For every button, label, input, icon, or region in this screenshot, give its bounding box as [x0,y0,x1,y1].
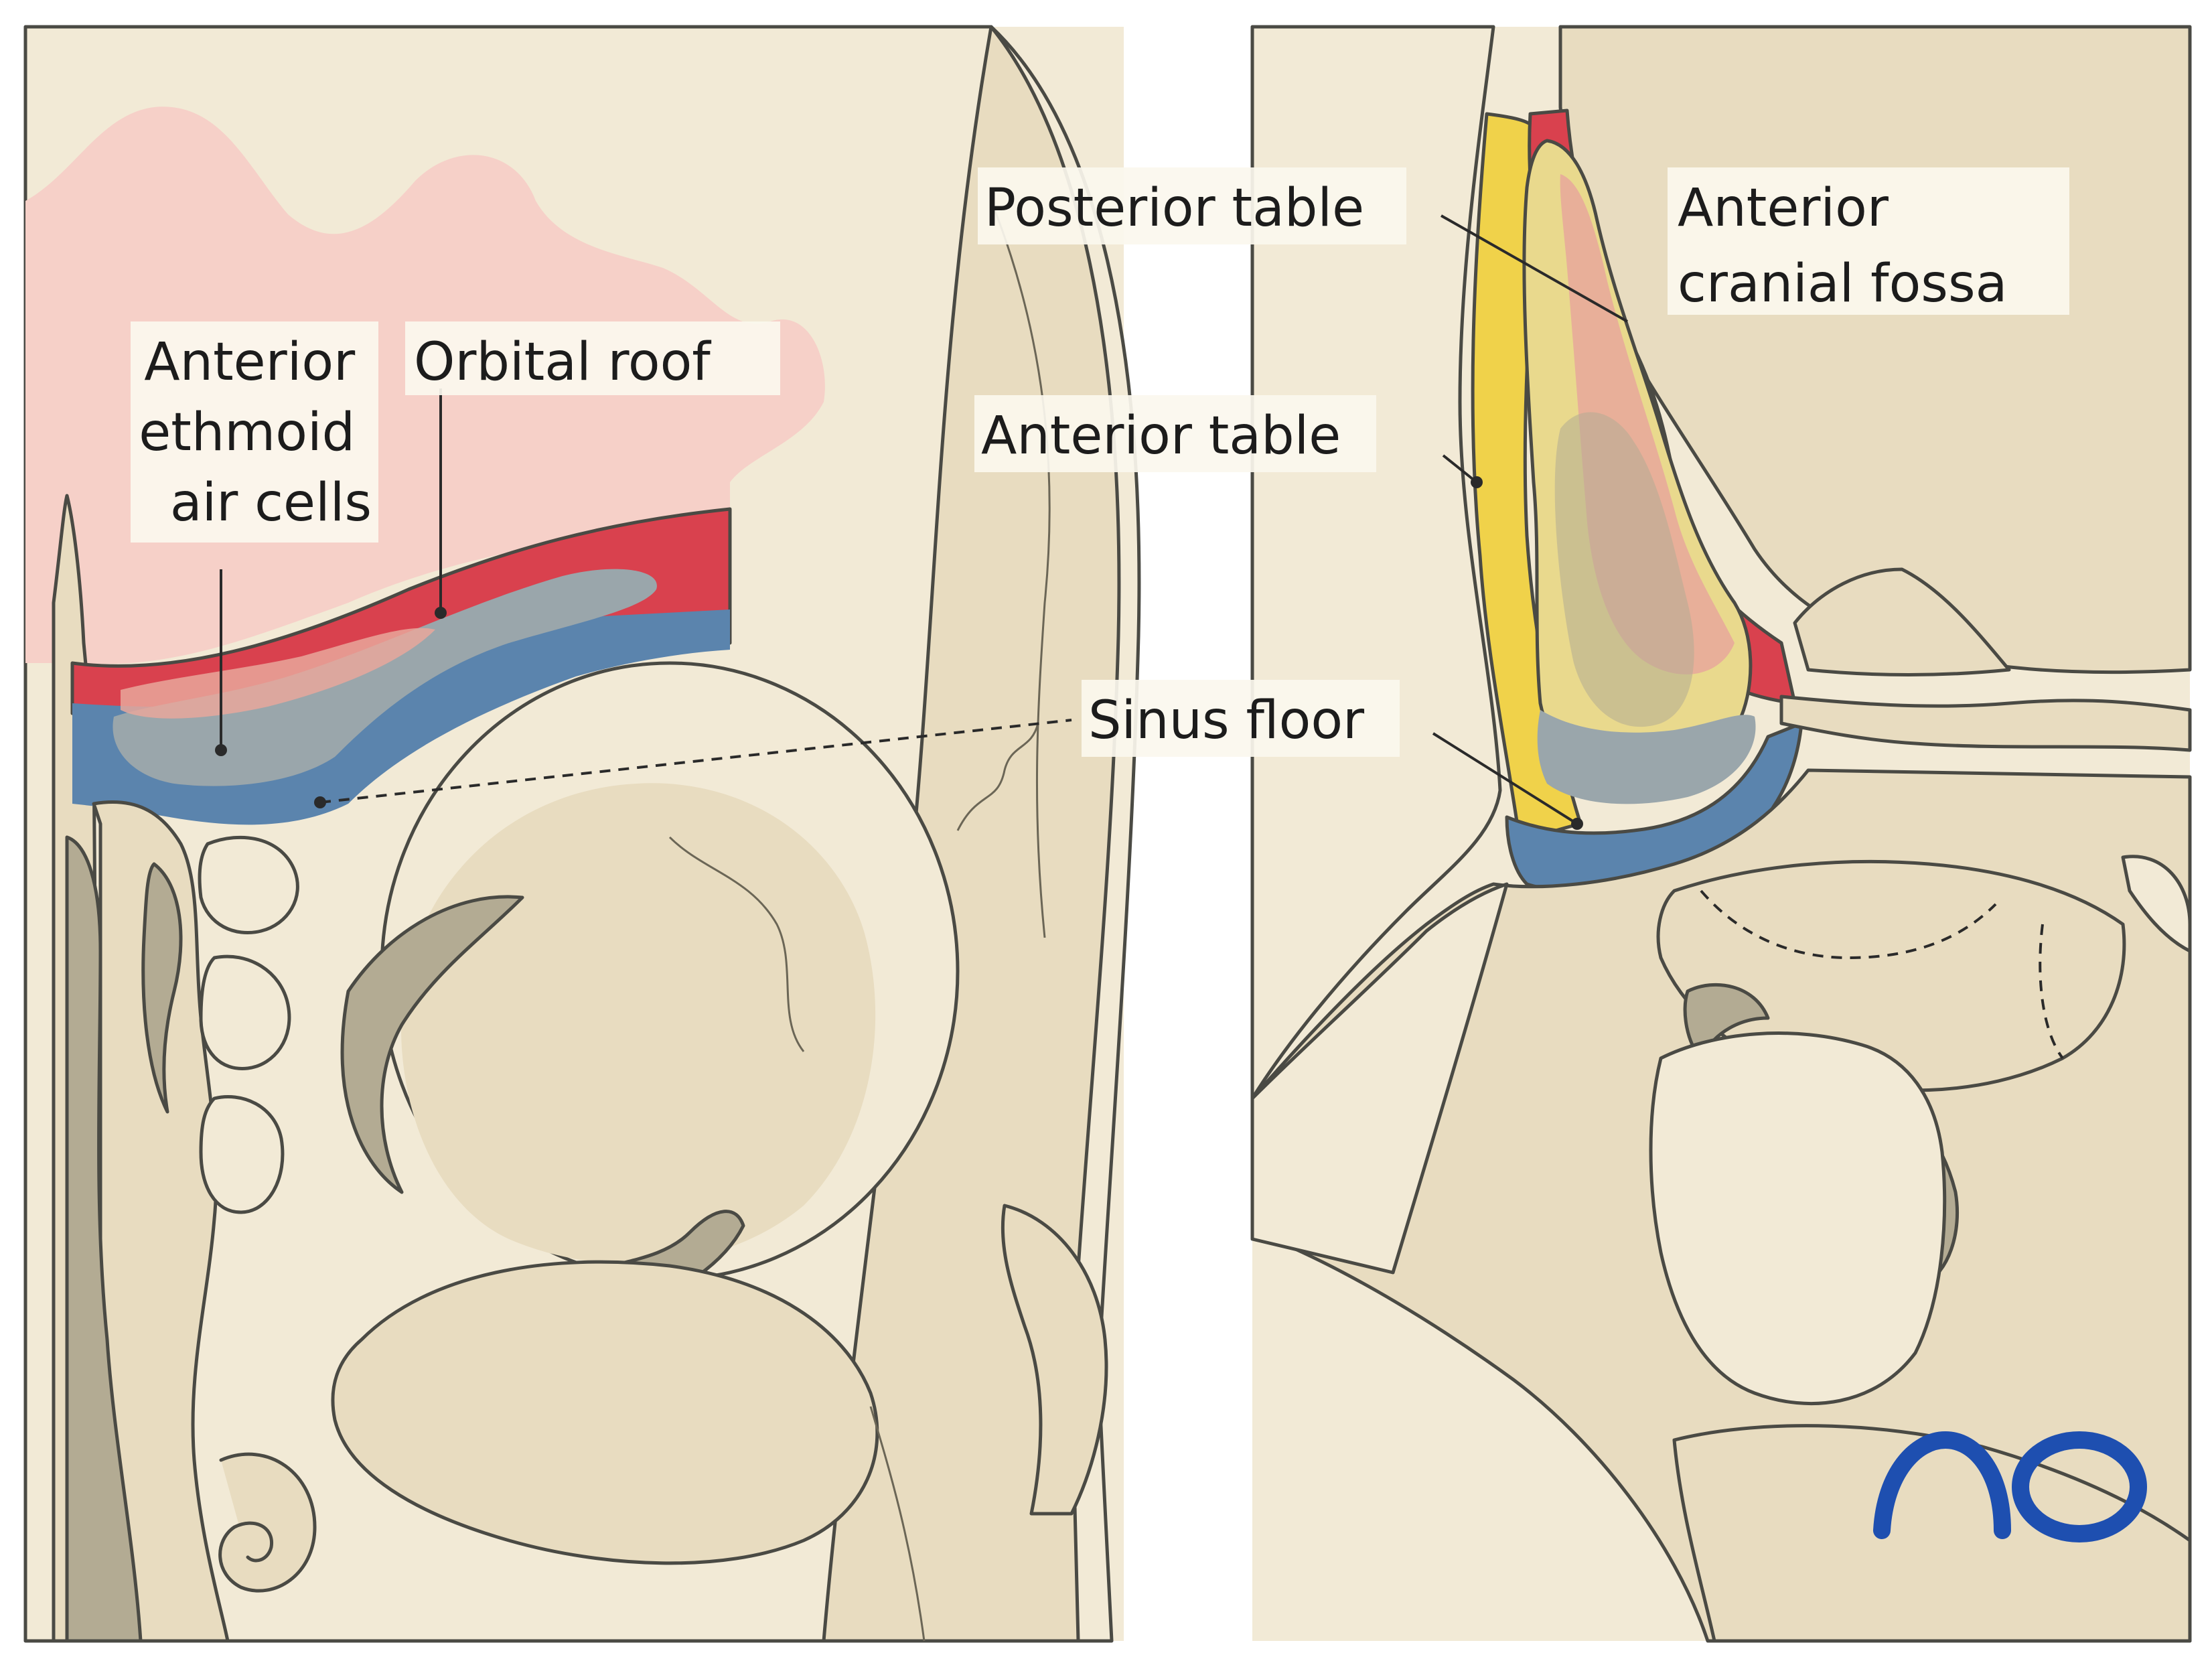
mandible-line [1672,1424,2192,1643]
label-orbital-roof: Orbital roof [405,321,780,395]
suture-line-3 [869,1406,926,1642]
leader-dot-anterior-table [1471,476,1483,488]
leader-sinus-floor-left [319,719,1072,804]
nose-profile [1250,882,1509,1275]
label-posterior-table: Posterior table [978,167,1406,244]
label-anterior-table-text: Anterior table [981,406,1341,466]
ethmoid-cell-1 [198,835,299,935]
superior-orbital-fissure [340,895,524,1194]
orbit-right-dashed-2 [2039,924,2064,1060]
label-sinus-floor-text: Sinus floor [1088,691,1365,751]
svg-text:Anterior ethmoid: Anterior ethmoid air cells [139,332,372,533]
sinus-floor-cavity [1537,710,1756,804]
ao-logo-a-shape [1873,1431,2011,1539]
ao-logo: AO [1873,1431,2147,1542]
label-anterior-ethmoid-line-2: ethmoid [139,403,355,463]
nasal-air-passage [141,862,183,1114]
label-anterior-cranial-fossa-line-2: cranial fossa [1678,254,2007,314]
leader-dot-anterior-ethmoid [215,744,227,756]
leader-dot-sinus-floor-left [314,796,326,808]
leader-anterior-table [1442,454,1478,484]
svg-text:Anterior cranial fossa: Anterior cranial fossa [1678,178,2007,314]
anterior-ethmoid-air-cells-shape [121,628,435,719]
suture-line-1 [990,200,1051,938]
label-posterior-table-text: Posterior table [984,178,1364,238]
ear-detail [2121,855,2192,953]
leader-sinus-floor-right [1432,732,1578,825]
maxillary-dark-1 [1683,983,1770,1060]
ao-logo-o-shape [2012,1431,2147,1542]
leader-posterior-table [1441,214,1628,323]
ethmoid-cavity [113,569,657,786]
leader-dot-sinus-floor-right [1571,818,1583,830]
label-anterior-ethmoid-line-1: Anterior [144,332,356,392]
orbit-inner-shadow [400,783,876,1265]
sagittal-view-panel: Posterior table Anterior cranial fossa A… [974,25,2192,1643]
maxillary-sinus-right [1649,1031,1947,1405]
forehead-skin [1250,25,1502,1100]
zygomatic-bone [1001,1204,1108,1516]
label-orbital-roof-text: Orbital roof [414,332,711,392]
fracture-line-1 [956,723,1039,831]
label-anterior-ethmoid: Anterior ethmoid air cells [131,321,378,543]
sinus-recess [1554,412,1694,727]
orbit-right-dashed [1700,889,1997,960]
label-anterior-cranial-fossa-line-1: Anterior [1678,178,1889,238]
ethmoid-cell-3 [199,1095,285,1214]
suture-line-2 [668,836,805,1052]
frontal-view-panel: Anterior ethmoid air cells Orbital roof [23,25,1141,1643]
inferior-turbinate-swirl [218,1452,317,1593]
label-anterior-cranial-fossa: Anterior cranial fossa [1668,167,2069,315]
middle-turbinate [65,835,143,1643]
label-anterior-table: Anterior table [974,395,1376,472]
label-sinus-floor: Sinus floor [1082,680,1400,757]
cribriform-plate [1779,695,2192,752]
crista-right [1793,567,2011,676]
maxilla [331,1260,879,1565]
leader-dot-orbital-roof [435,607,447,619]
ethmoid-cell-2 [199,954,291,1071]
label-anterior-ethmoid-line-3: air cells [170,473,372,533]
